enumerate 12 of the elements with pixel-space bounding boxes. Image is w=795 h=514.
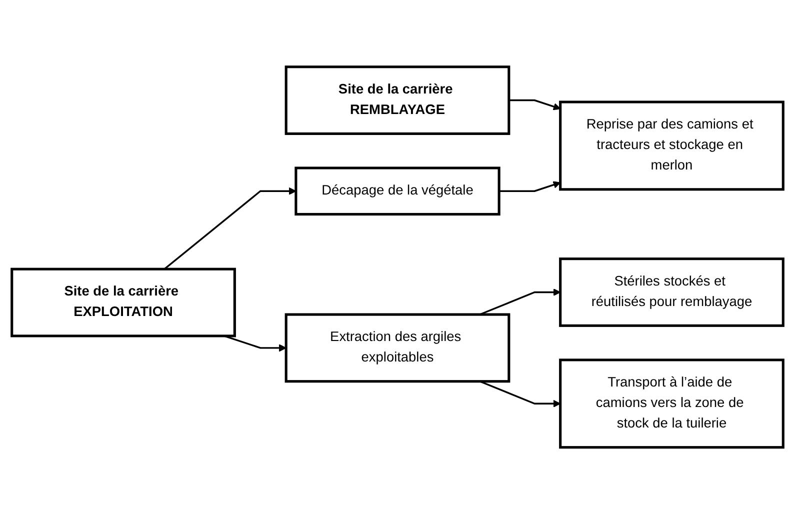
arrow bbox=[164, 187, 296, 270]
arrow bbox=[479, 380, 561, 408]
node-box: Extraction des argiles exploitables bbox=[284, 313, 510, 383]
arrow bbox=[499, 181, 561, 192]
node-box: Reprise par des camions et tracteurs et stockage en merlon bbox=[559, 100, 784, 191]
node-box: Site de la carrière REMBLAYAGE bbox=[284, 65, 510, 135]
node-box: Stériles stockés et réutilisés pour remblayage bbox=[559, 257, 784, 327]
node-box: Transport à l’aide de camions vers la zone de stock de la tuilerie bbox=[559, 358, 784, 449]
node-box: Site de la carrière EXPLOITATION bbox=[10, 268, 236, 338]
arrow bbox=[224, 335, 286, 352]
arrow bbox=[508, 99, 561, 110]
node-box: Décapage de la végétale bbox=[294, 166, 500, 216]
